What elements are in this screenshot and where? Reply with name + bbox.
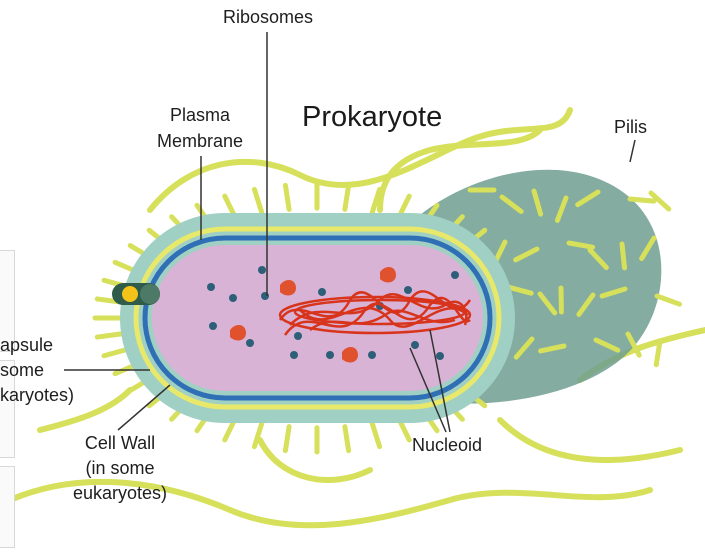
ribosome — [368, 351, 376, 359]
ribosome — [451, 271, 459, 279]
label-plasma-membrane-line1: Plasma — [140, 104, 260, 126]
ribosome — [209, 322, 217, 330]
ribosome — [258, 266, 266, 274]
ribosome — [229, 294, 237, 302]
label-plasma-membrane-line2: Membrane — [135, 130, 265, 152]
label-cell-wall-line3: eukaryotes) — [50, 482, 190, 504]
membrane-protein — [112, 283, 160, 305]
ribosome — [436, 352, 444, 360]
ribosome — [411, 341, 419, 349]
pilus — [285, 427, 289, 451]
ribosome — [404, 286, 412, 294]
label-capsule-line3: karyotes) — [0, 384, 74, 406]
pilus — [285, 185, 289, 209]
label-capsule-line2: some — [0, 359, 44, 381]
pilus — [97, 334, 123, 337]
label-pilis: Pilis — [614, 116, 647, 138]
side-panel-box — [0, 466, 15, 548]
pilus — [657, 296, 680, 304]
diagram-title: Prokaryote — [302, 100, 442, 134]
pilis-leader — [630, 140, 635, 162]
pilus — [254, 189, 261, 212]
pilus — [622, 244, 625, 268]
label-capsule-line1: apsule — [0, 334, 53, 356]
pilus — [345, 185, 349, 209]
ribosome — [294, 332, 302, 340]
ribosome — [261, 292, 269, 300]
ribosome — [207, 283, 215, 291]
label-ribosomes: Ribosomes — [208, 6, 328, 28]
label-cell-wall-line1: Cell Wall — [50, 432, 190, 454]
label-nucleoid: Nucleoid — [412, 434, 482, 456]
ribosome — [326, 351, 334, 359]
ribosome — [290, 351, 298, 359]
pilus — [345, 427, 349, 451]
pilus — [630, 199, 654, 201]
ribosome — [246, 339, 254, 347]
label-cell-wall-line2: (in some — [50, 457, 190, 479]
pilus — [372, 423, 379, 446]
ribosome — [318, 288, 326, 296]
pilus-bottom-right — [500, 420, 680, 460]
